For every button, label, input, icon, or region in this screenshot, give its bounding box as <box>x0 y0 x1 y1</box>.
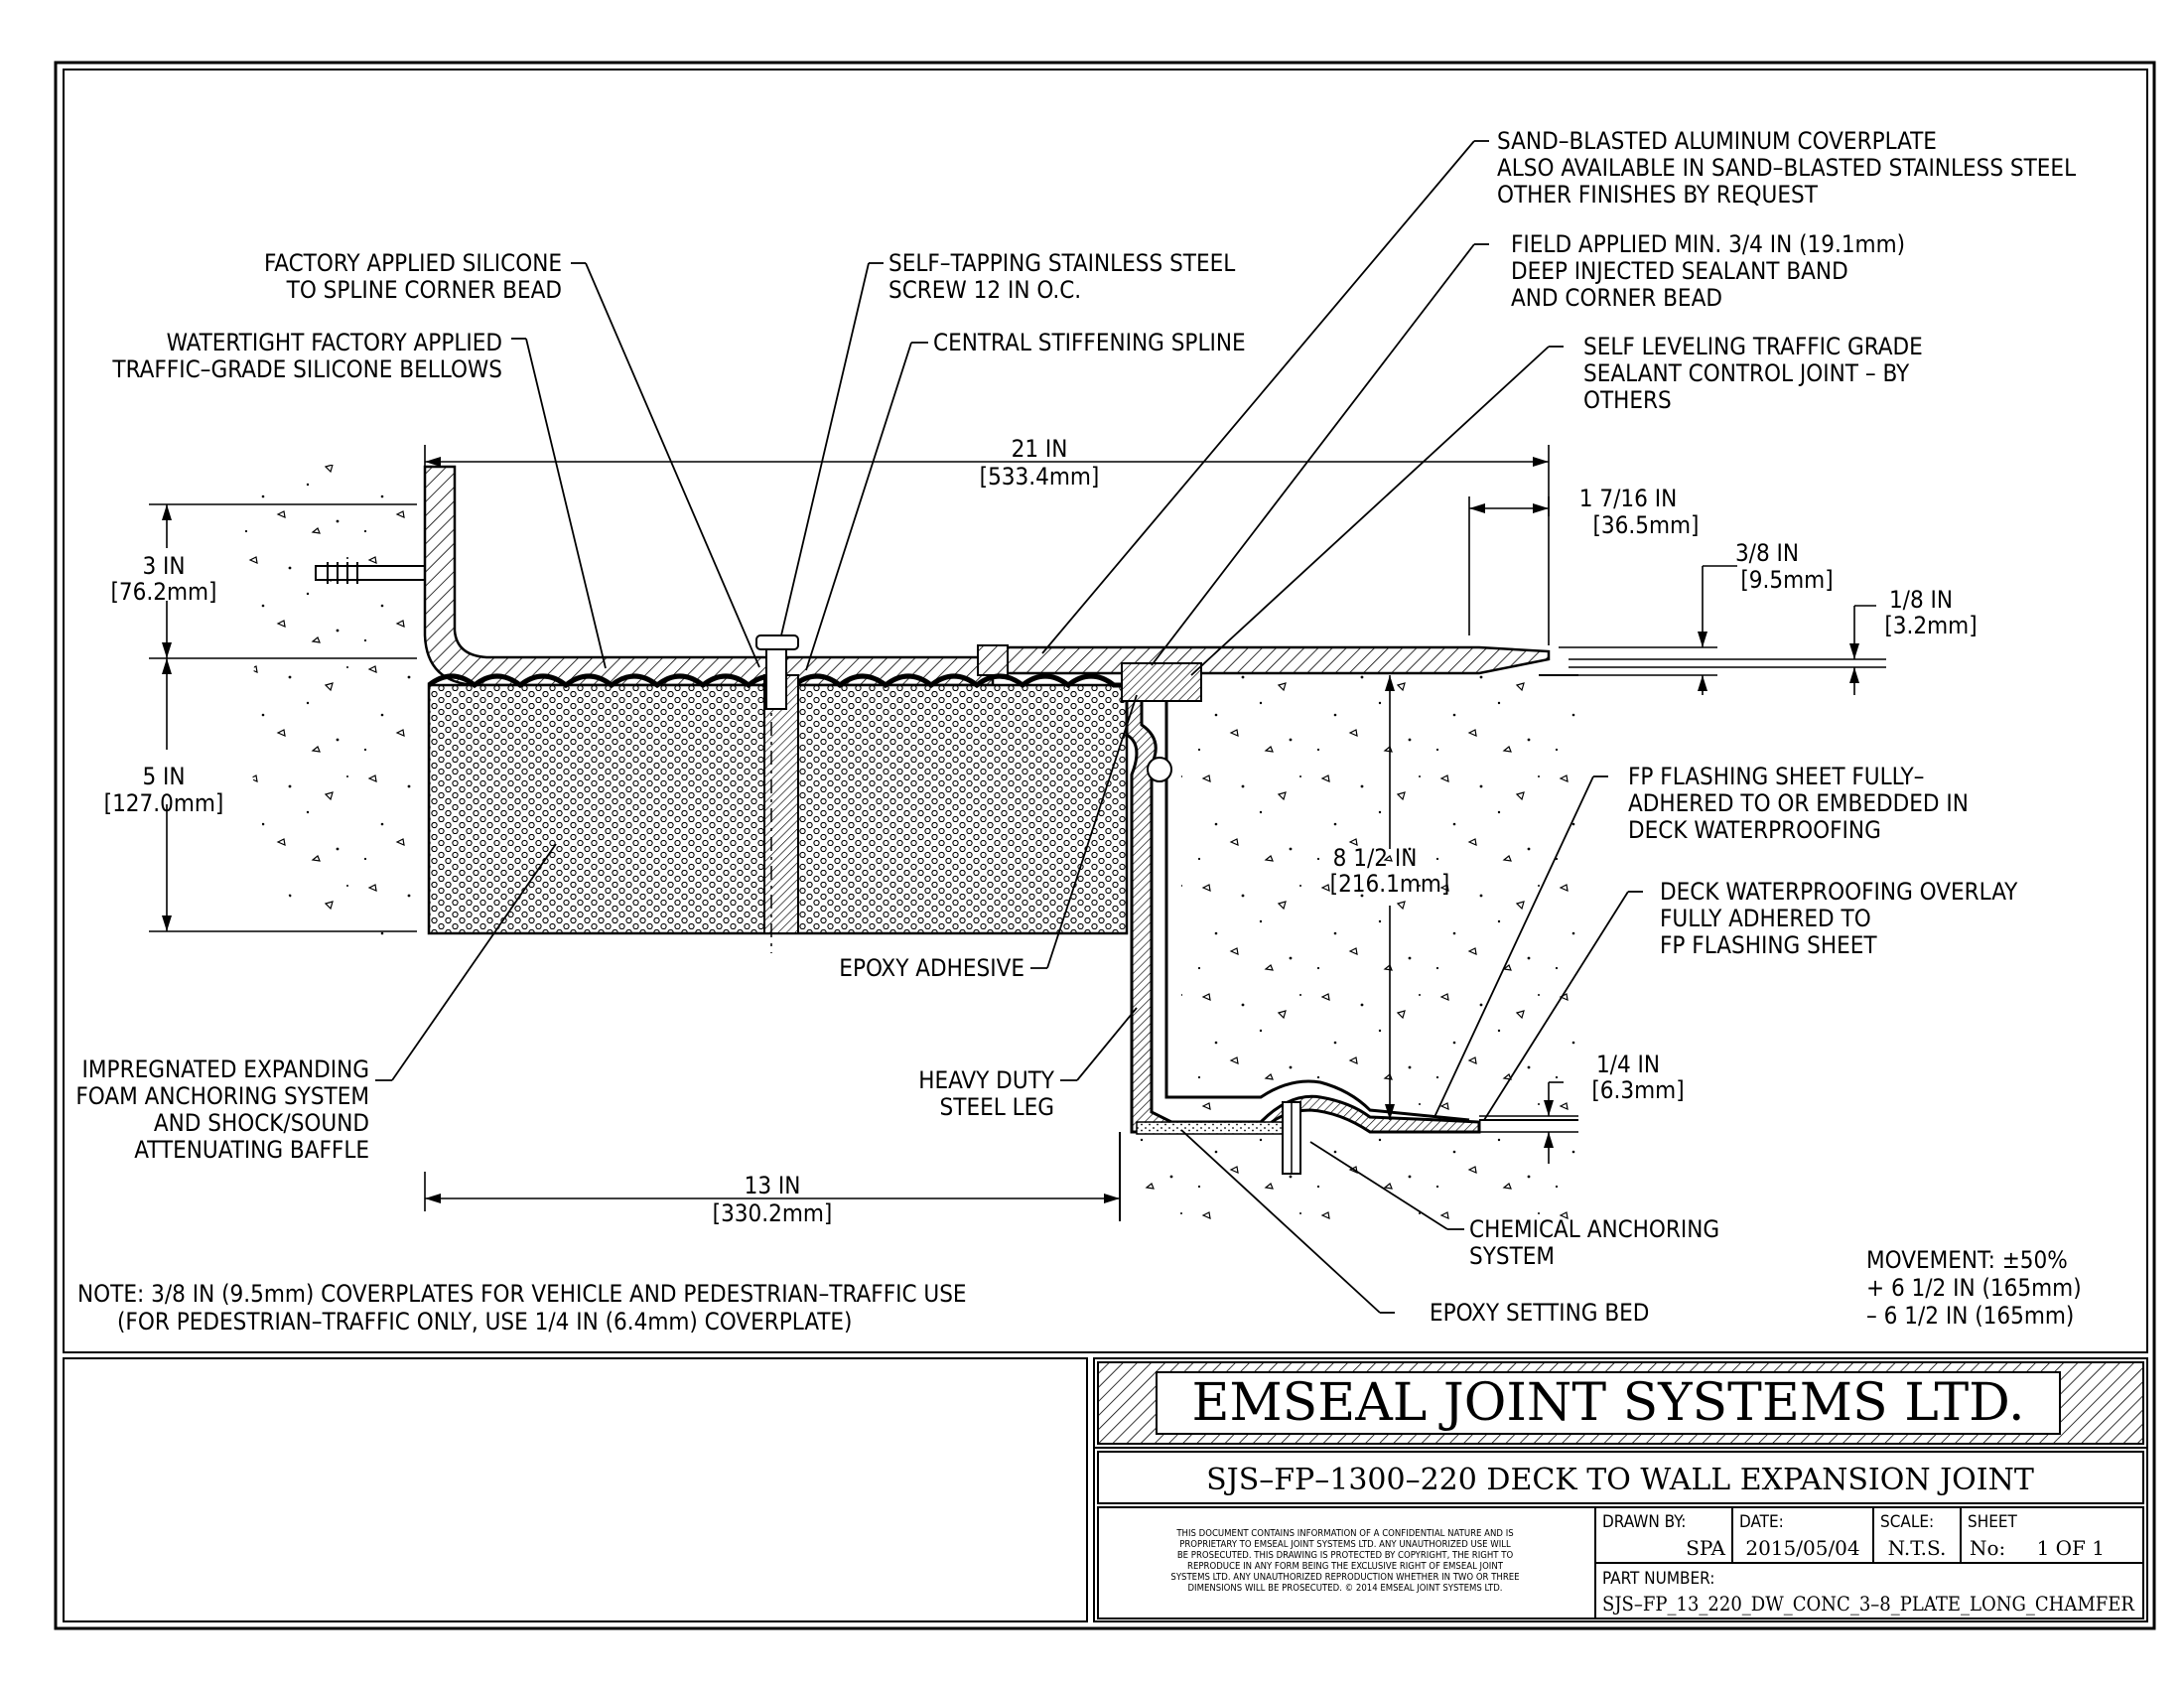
company-name: EMSEAL JOINT SYSTEMS LTD. <box>1191 1373 2024 1433</box>
coverplate-left-angle <box>423 465 995 687</box>
drawing-area-border <box>63 69 2148 1353</box>
sheet-no-value: 1 OF 1 <box>2037 1536 2105 1560</box>
disclaimer-text: THIS DOCUMENT CONTAINS INFORMATION OF A … <box>1170 1528 1519 1594</box>
disclaimer-line-6: DIMENSIONS WILL BE PROSECUTED. © 2014 EM… <box>1187 1583 1502 1594</box>
dim-38-mm: [9.5mm] <box>1740 566 1833 594</box>
label-bellows-2: TRAFFIC–GRADE SILICONE BELLOWS <box>111 355 502 383</box>
label-chem-2: SYSTEM <box>1469 1242 1555 1270</box>
dim-18-in: 1/8 IN <box>1889 586 1953 614</box>
label-field-1: FIELD APPLIED MIN. 3/4 IN (19.1mm) <box>1511 230 1905 258</box>
scale-value: N.T.S. <box>1888 1536 1947 1560</box>
drawn-by-value: SPA <box>1686 1536 1725 1560</box>
label-silicone-2: TO SPLINE CORNER BEAD <box>286 276 562 304</box>
date-label: DATE: <box>1739 1512 1784 1532</box>
dimension-arrows <box>162 457 1859 1203</box>
dim-14-mm: [6.3mm] <box>1591 1076 1684 1104</box>
dim-13-mm: [330.2mm] <box>713 1199 833 1227</box>
dimension-labels: 21 IN [533.4mm] 3 IN [76.2mm] 5 IN [127.… <box>104 435 1978 1227</box>
blank-notes-box <box>63 1357 1088 1622</box>
dim-1716-mm: [36.5mm] <box>1593 511 1700 539</box>
movement-title: MOVEMENT: ±50% <box>1866 1246 2068 1274</box>
dim-18-mm: [3.2mm] <box>1884 612 1977 639</box>
screw-shank <box>765 648 787 710</box>
note-line-2: (FOR PEDESTRIAN–TRAFFIC ONLY, USE 1/4 IN… <box>117 1308 852 1336</box>
dim-3-in: 3 IN <box>142 552 185 580</box>
label-leg-1: HEAVY DUTY <box>918 1066 1055 1094</box>
sheet-label: SHEET <box>1968 1512 2018 1532</box>
leader-lines <box>375 140 1643 1314</box>
label-selflev-3: OTHERS <box>1583 386 1672 414</box>
label-silicone-1: FACTORY APPLIED SILICONE <box>264 249 562 277</box>
dim-5-mm: [127.0mm] <box>104 789 224 817</box>
label-setting-bed: EPOXY SETTING BED <box>1430 1299 1649 1327</box>
coverplate <box>991 645 1551 675</box>
disclaimer-line-5: SYSTEMS LTD. ANY UNAUTHORIZED REPRODUCTI… <box>1170 1572 1519 1583</box>
label-chem-1: CHEMICAL ANCHORING <box>1469 1215 1719 1243</box>
central-spline <box>763 674 799 934</box>
note-line-1: NOTE: 3/8 IN (9.5mm) COVERPLATES FOR VEH… <box>77 1280 967 1308</box>
disclaimer-line-2: PROPRIETARY TO EMSEAL JOINT SYSTEMS LTD.… <box>1179 1539 1511 1550</box>
label-epoxy-adhesive: EPOXY ADHESIVE <box>839 954 1024 982</box>
lower-slab-concrete <box>1120 1132 1578 1221</box>
label-bellows-1: WATERTIGHT FACTORY APPLIED <box>167 329 502 356</box>
label-overlay-1: DECK WATERPROOFING OVERLAY <box>1660 878 2018 906</box>
label-overlay-2: FULLY ADHERED TO <box>1660 905 1871 932</box>
label-screw-2: SCREW 12 IN O.C. <box>888 276 1081 304</box>
label-coverplate-2: ALSO AVAILABLE IN SAND–BLASTED STAINLESS… <box>1497 154 2076 182</box>
scale-label: SCALE: <box>1880 1512 1934 1532</box>
dim-38-in: 3/8 IN <box>1735 539 1799 567</box>
drawn-by-label: DRAWN BY: <box>1602 1512 1686 1532</box>
dim-1716-in: 1 7/16 IN <box>1579 485 1677 512</box>
callout-labels: SAND–BLASTED ALUMINUM COVERPLATE ALSO AV… <box>75 127 2076 1327</box>
label-coverplate-3: OTHER FINISHES BY REQUEST <box>1497 181 1819 209</box>
title-block: EMSEAL JOINT SYSTEMS LTD. SJS–FP–1300–22… <box>63 1357 2148 1622</box>
sheet-no-label: No: <box>1970 1536 2005 1560</box>
dim-13-in: 13 IN <box>745 1172 801 1199</box>
dimension-lines <box>149 445 1886 1211</box>
label-foam-1: IMPREGNATED EXPANDING <box>82 1055 369 1083</box>
sealant-corner-bead <box>1121 662 1202 702</box>
label-screw-1: SELF–TAPPING STAINLESS STEEL <box>888 249 1235 277</box>
date-value: 2015/05/04 <box>1745 1536 1859 1560</box>
dim-21-mm: [533.4mm] <box>980 463 1100 491</box>
wall-anchor-bolt <box>315 562 426 584</box>
label-foam-2: FOAM ANCHORING SYSTEM <box>75 1082 369 1110</box>
movement-plus: + 6 1/2 IN (165mm) <box>1866 1274 2082 1302</box>
label-spline: CENTRAL STIFFENING SPLINE <box>933 329 1246 356</box>
dim-812-mm: [216.1mm] <box>1330 870 1450 898</box>
part-number-label: PART NUMBER: <box>1602 1569 1714 1589</box>
dim-5-in: 5 IN <box>142 763 185 790</box>
screw-head <box>755 634 799 650</box>
epoxy-setting-bed <box>1136 1121 1287 1135</box>
label-flash-1: FP FLASHING SHEET FULLY– <box>1628 763 1924 790</box>
label-selflev-2: SEALANT CONTROL JOINT – BY <box>1583 359 1910 387</box>
label-leg-2: STEEL LEG <box>940 1093 1054 1121</box>
label-foam-4: ATTENUATING BAFFLE <box>134 1136 369 1164</box>
label-field-2: DEEP INJECTED SEALANT BAND <box>1511 257 1848 285</box>
drawing-title: SJS–FP–1300–220 DECK TO WALL EXPANSION J… <box>1206 1463 2034 1497</box>
disclaimer-line-3: BE PROSECUTED. THIS DRAWING IS PROTECTED… <box>1177 1550 1514 1561</box>
label-field-3: AND CORNER BEAD <box>1511 284 1722 312</box>
dim-812-in: 8 1/2 IN <box>1333 844 1418 872</box>
dim-14-in: 1/4 IN <box>1596 1051 1660 1078</box>
dim-21-in: 21 IN <box>1012 435 1068 463</box>
label-foam-3: AND SHOCK/SOUND <box>154 1109 369 1137</box>
part-number-value: SJS–FP_13_220_DW_CONC_3–8_PLATE_LONG_CHA… <box>1602 1592 2135 1616</box>
label-flash-3: DECK WATERPROOFING <box>1628 816 1881 844</box>
outer-border <box>54 61 2156 1630</box>
label-flash-2: ADHERED TO OR EMBEDDED IN <box>1628 789 1969 817</box>
label-coverplate-1: SAND–BLASTED ALUMINUM COVERPLATE <box>1497 127 1937 155</box>
label-overlay-3: FP FLASHING SHEET <box>1660 931 1877 959</box>
dim-3-mm: [76.2mm] <box>111 578 217 606</box>
disclaimer-line-4: REPRODUCE IN ANY FORM BEING THE EXCLUSIV… <box>1187 1561 1504 1572</box>
deck-concrete <box>1181 675 1578 1112</box>
joint-section-drawing: SAND–BLASTED ALUMINUM COVERPLATE ALSO AV… <box>75 127 2081 1336</box>
movement-minus: – 6 1/2 IN (165mm) <box>1866 1302 2074 1330</box>
fp-flashing-sheet <box>1164 695 1470 1122</box>
disclaimer-line-1: THIS DOCUMENT CONTAINS INFORMATION OF A … <box>1175 1528 1513 1539</box>
label-selflev-1: SELF LEVELING TRAFFIC GRADE <box>1583 333 1923 360</box>
left-wall-concrete <box>238 465 425 938</box>
